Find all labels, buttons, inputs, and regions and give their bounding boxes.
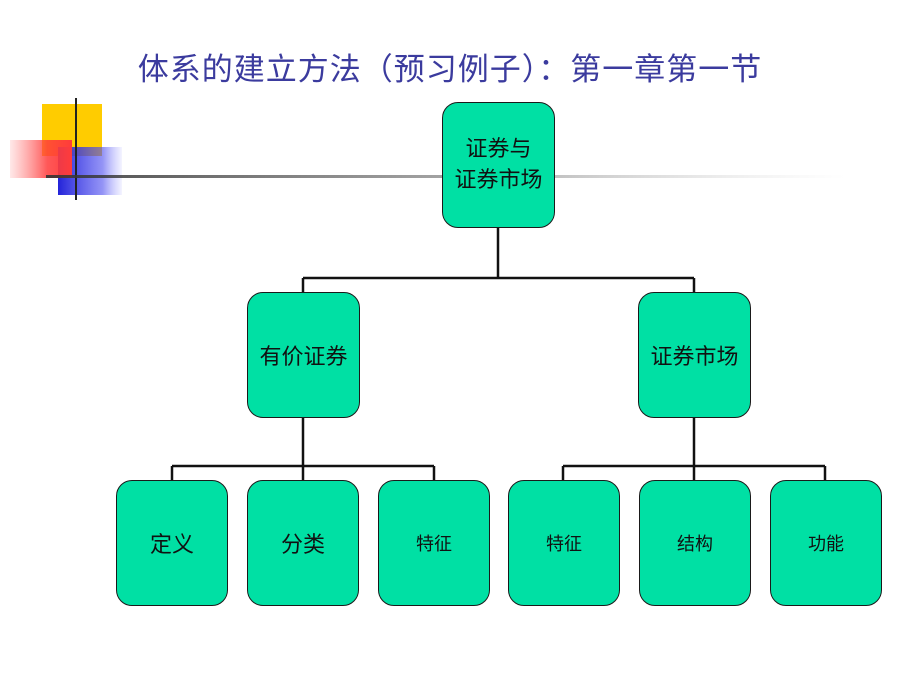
- leaf-features-right: 特征: [508, 480, 620, 606]
- leaf-function-label: 功能: [808, 534, 844, 555]
- node-securities-label: 有价证券: [259, 345, 348, 370]
- root-node: 证券与 证券市场: [442, 102, 555, 228]
- leaf-structure: 结构: [639, 480, 751, 606]
- slide-title: 体系的建立方法（预习例子）：第一章第一节: [137, 52, 763, 88]
- node-securities-market: 证券市场: [638, 292, 751, 418]
- node-securities-market-label: 证券市场: [650, 345, 739, 370]
- leaf-features-left-label: 特征: [416, 534, 452, 555]
- leaf-structure-label: 结构: [677, 534, 713, 555]
- root-node-line2: 证券市场: [454, 168, 543, 193]
- leaf-features-right-label: 特征: [546, 534, 582, 555]
- leaf-definition: 定义: [116, 480, 228, 606]
- root-node-line1: 证券与: [465, 137, 532, 162]
- node-securities: 有价证券: [247, 292, 360, 418]
- leaf-function: 功能: [770, 480, 882, 606]
- leaf-definition-label: 定义: [149, 533, 194, 558]
- red-square: [10, 140, 72, 178]
- leaf-classification-label: 分类: [280, 533, 325, 558]
- leaf-features-left: 特征: [378, 480, 490, 606]
- leaf-classification: 分类: [247, 480, 359, 606]
